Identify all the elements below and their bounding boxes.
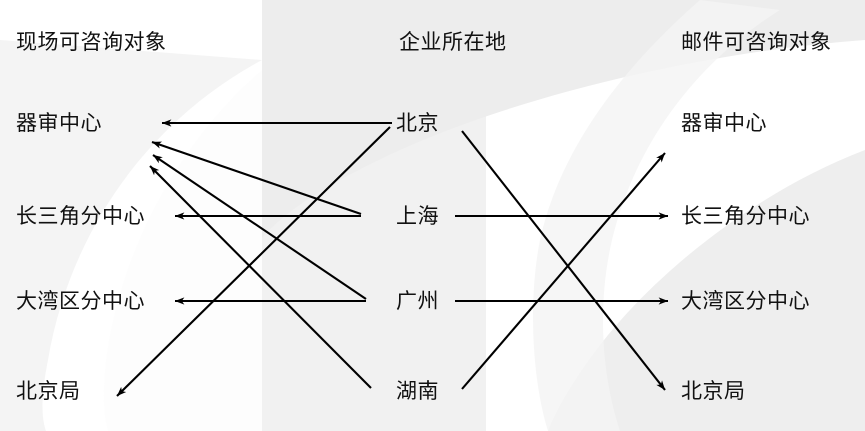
background-swoosh-arc (533, 0, 780, 431)
node-left-dawanqu-center[interactable]: 大湾区分中心 (16, 290, 145, 313)
node-middle-beijing[interactable]: 北京 (396, 112, 439, 135)
edge-hunan-to-qishen-right (461, 152, 666, 390)
node-left-changsanjiao-center[interactable]: 长三角分中心 (16, 205, 145, 228)
node-middle-shanghai[interactable]: 上海 (396, 205, 439, 228)
background-swoosh-bottom-right (548, 150, 865, 431)
node-right-beijing-bureau[interactable]: 北京局 (681, 380, 746, 403)
header-middle: 企业所在地 (399, 31, 507, 54)
node-right-changsanjiao-center[interactable]: 长三角分中心 (681, 205, 810, 228)
node-left-qishen-center[interactable]: 器审中心 (16, 112, 102, 135)
edge-beijing-to-beijingju (116, 126, 391, 397)
background-swoosh-inner-white (103, 70, 262, 431)
node-left-beijing-bureau[interactable]: 北京局 (16, 380, 81, 403)
edge-shanghai-to-qishen (151, 141, 362, 215)
node-right-dawanqu-center[interactable]: 大湾区分中心 (681, 290, 810, 313)
background-swoosh-left (0, 40, 262, 431)
node-right-qishen-center[interactable]: 器审中心 (681, 112, 767, 135)
edge-beijing-to-beijingju-right (461, 130, 666, 391)
node-middle-hunan[interactable]: 湖南 (396, 380, 439, 403)
node-middle-guangzhou[interactable]: 广州 (396, 290, 439, 313)
header-right: 邮件可咨询对象 (681, 31, 832, 54)
background-swoosh-top (262, 0, 865, 238)
header-left: 现场可咨询对象 (16, 31, 167, 54)
edge-guangzhou-to-qishen (152, 154, 367, 300)
edge-hunan-to-qishen (149, 165, 372, 389)
